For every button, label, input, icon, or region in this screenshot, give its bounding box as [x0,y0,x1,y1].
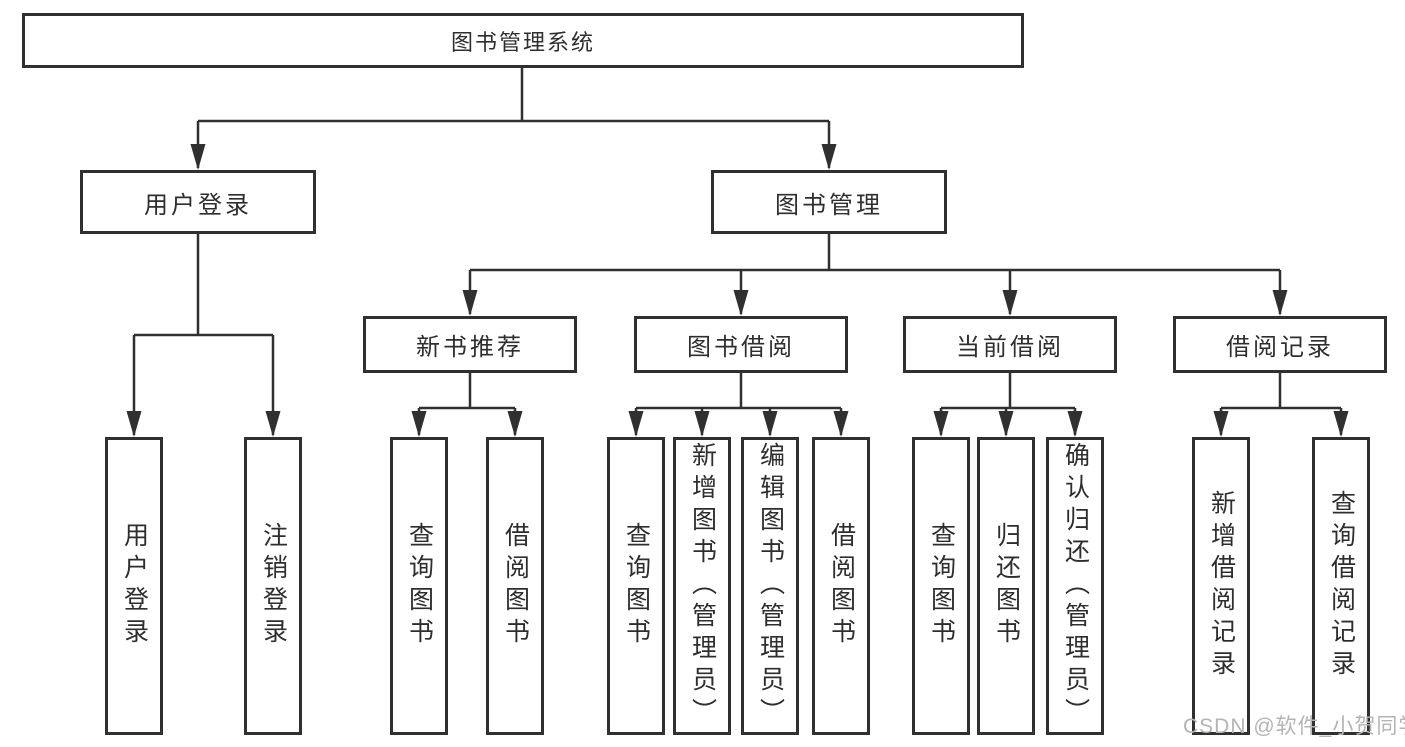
node-book-management: 图书管理 [711,170,947,234]
watermark: CSDN @软件_小贺同学 [1183,715,1405,738]
leaf-br-query-record: 查询借阅记录 [1312,437,1370,735]
arrowheads [126,144,1349,437]
node-current-borrowing: 当前借阅 [903,316,1117,373]
node-borrowing-records: 借阅记录 [1173,316,1387,373]
node-new-book-recommend: 新书推荐 [363,316,577,373]
leaf-nbr-borrow-books: 借阅图书 [486,437,544,735]
leaf-logout: 注销登录 [244,437,302,735]
node-new-book-recommend-label: 新书推荐 [416,334,524,361]
node-book-borrowing: 图书借阅 [634,316,848,373]
node-user-login-label: 用户登录 [144,191,252,219]
node-book-management-label: 图书管理 [775,191,883,219]
leaf-user-login: 用户登录 [105,437,163,735]
leaf-logout-label: 注销登录 [259,522,288,650]
leaf-user-login-label: 用户登录 [120,522,149,650]
leaf-cb-confirm-return-admin-label: 确认归还（管理员） [1061,442,1090,730]
leaf-cb-confirm-return-admin: 确认归还（管理员） [1046,437,1104,735]
leaf-bb-borrow-books: 借阅图书 [812,437,870,735]
leaf-bb-add-books-admin: 新增图书（管理员） [673,437,731,735]
leaf-br-add-record-label: 新增借阅记录 [1207,490,1236,682]
leaf-bb-query-books: 查询图书 [607,437,665,735]
node-book-borrowing-label: 图书借阅 [687,334,795,361]
leaf-bb-query-books-label: 查询图书 [622,522,651,650]
leaf-bb-add-books-admin-label: 新增图书（管理员） [688,442,717,730]
leaf-bb-edit-books-admin-label: 编辑图书（管理员） [756,442,785,730]
leaf-cb-query-books-label: 查询图书 [927,522,956,650]
leaf-nbr-query-books: 查询图书 [390,437,448,735]
leaf-bb-edit-books-admin: 编辑图书（管理员） [741,437,799,735]
node-borrowing-records-label: 借阅记录 [1226,334,1334,361]
node-user-login: 用户登录 [80,170,316,234]
leaf-cb-query-books: 查询图书 [912,437,970,735]
node-current-borrowing-label: 当前借阅 [956,334,1064,361]
leaf-br-query-record-label: 查询借阅记录 [1327,490,1356,682]
leaf-br-add-record: 新增借阅记录 [1192,437,1250,735]
leaf-cb-return-books-label: 归还图书 [992,522,1021,650]
node-library-system-label: 图书管理系统 [450,29,595,55]
leaf-nbr-borrow-books-label: 借阅图书 [501,522,530,650]
leaf-cb-return-books: 归还图书 [977,437,1035,735]
leaf-nbr-query-books-label: 查询图书 [405,522,434,650]
node-library-system: 图书管理系统 [22,13,1024,68]
leaf-bb-borrow-books-label: 借阅图书 [827,522,856,650]
